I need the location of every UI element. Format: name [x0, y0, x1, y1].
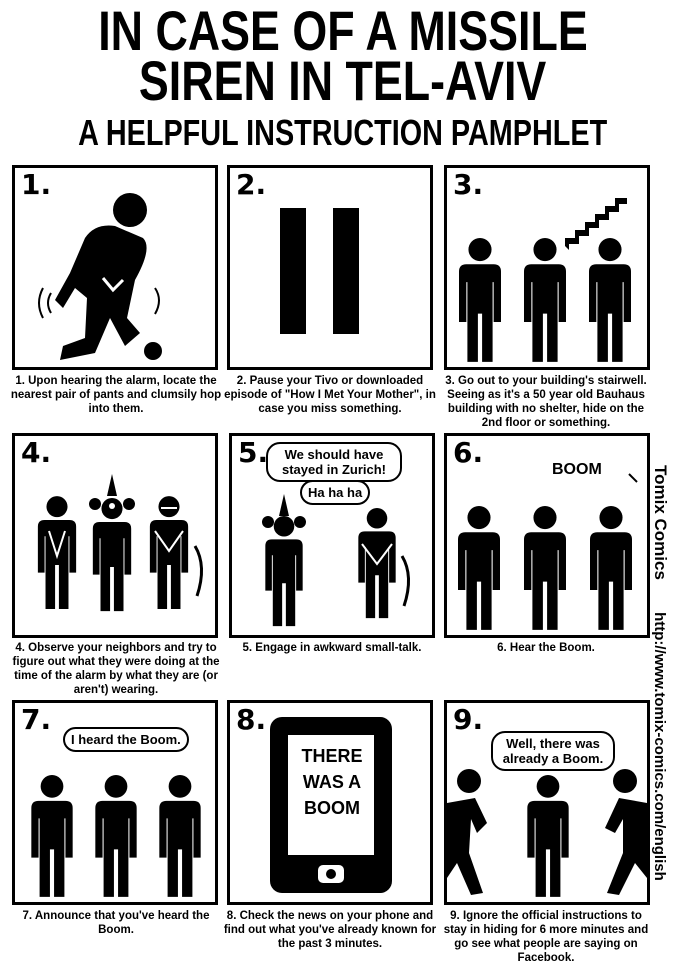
panel-number: 9.	[453, 703, 484, 736]
panel-number: 1.	[21, 168, 52, 201]
panel-number: 7.	[21, 703, 52, 736]
panel-9: 9. Well, there was already a Boom.	[444, 700, 650, 905]
speech-bubble: I heard the Boom.	[63, 727, 189, 752]
man-hopping-into-pants-illustration	[38, 193, 162, 360]
phone-screen-text: THERE WAS A BOOM	[301, 746, 363, 818]
caption-2: 2. Pause your Tivo or downloaded episode…	[224, 375, 436, 415]
three-people-illustration	[458, 473, 638, 630]
caption-7: 7. Announce that you've heard the Boom.	[22, 910, 210, 936]
panel-number: 5.	[238, 436, 269, 469]
panel-5: 5. We should have stayed in Zurich! Ha h…	[229, 433, 435, 638]
website-link[interactable]: http://www.tomix-comics.com/english	[651, 612, 668, 881]
panel-4: 4.	[12, 433, 218, 638]
title-line-1: IN CASE OF A MISSILE	[97, 0, 588, 62]
panel-number: 4.	[21, 436, 52, 469]
panel-number: 6.	[453, 436, 484, 469]
panel-number: 2.	[236, 168, 267, 201]
speech-bubble: Ha ha ha	[300, 480, 371, 505]
small-talk-illustration	[262, 494, 410, 627]
panel-8: 8. THERE WAS A BOOM	[227, 700, 433, 905]
speech-bubble: We should have stayed in Zurich!	[266, 442, 402, 482]
brand-name: Tomix Comics	[651, 465, 670, 580]
panel-1: 1.	[12, 165, 218, 370]
subtitle: A HELPFUL INSTRUCTION PAMPHLET	[77, 112, 608, 153]
caption-8: 8. Check the news on your phone and find…	[223, 910, 437, 950]
title-line-2: SIREN IN TEL-AVIV	[138, 49, 547, 112]
boom-sound: BOOM	[552, 461, 602, 478]
caption-5: 5. Engage in awkward small-talk.	[242, 642, 422, 654]
panel-7: 7. I heard the Boom.	[12, 700, 218, 905]
caption-3: 3. Go out to your building's stairwell. …	[445, 375, 647, 429]
panel-number: 3.	[453, 168, 484, 201]
caption-6: 6. Hear the Boom.	[497, 642, 595, 654]
caption-9: 9. Ignore the official instructions to s…	[443, 910, 649, 964]
speech-bubble: Well, there was already a Boom.	[491, 731, 615, 771]
caption-1: 1. Upon hearing the alarm, locate the ne…	[10, 375, 222, 415]
panel-3: 3.	[444, 165, 650, 370]
pause-icon	[280, 208, 359, 334]
side-credit: Tomix Comics http://www.tomix-comics.com…	[650, 465, 670, 881]
phone-illustration	[270, 717, 392, 893]
caption-4: 4. Observe your neighbors and try to fig…	[12, 642, 220, 696]
neighbors-illustration	[37, 474, 203, 612]
panel-number: 8.	[236, 703, 267, 736]
stairwell-people-illustration	[459, 198, 631, 362]
panel-6: 6. BOOM	[444, 433, 650, 638]
panel-2: 2.	[227, 165, 433, 370]
people-leaving-illustration	[447, 769, 647, 897]
